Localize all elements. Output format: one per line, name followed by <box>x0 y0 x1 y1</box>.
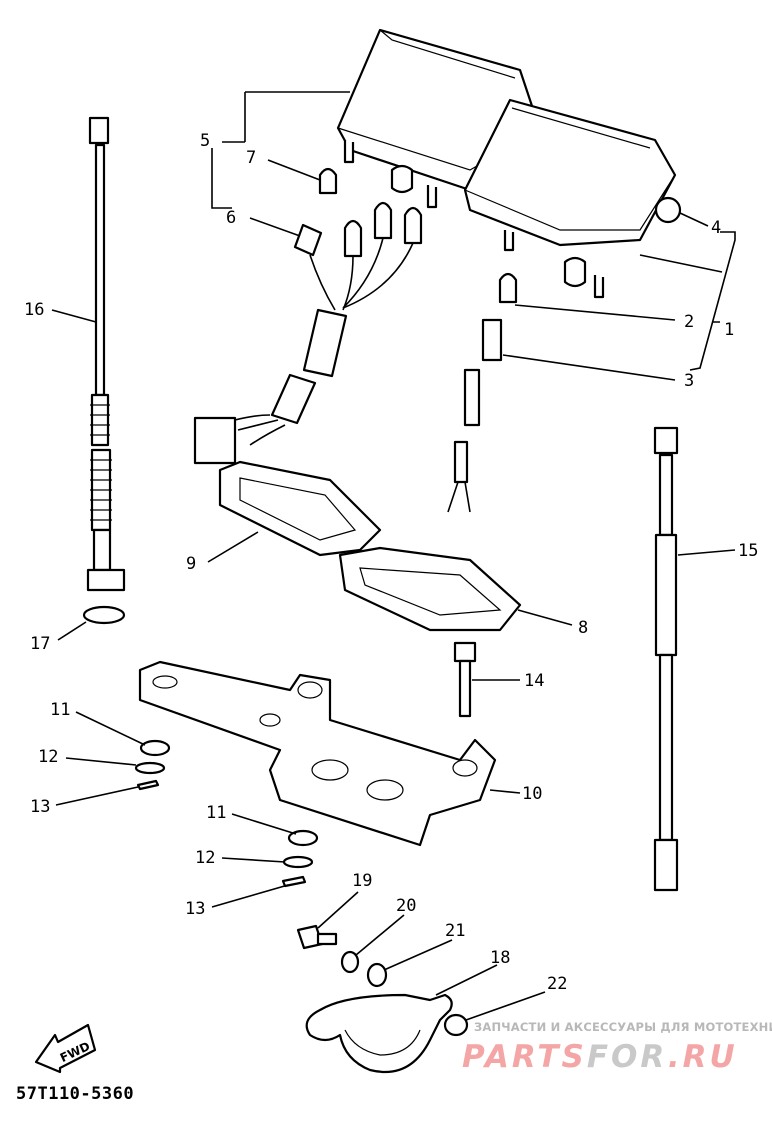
callout-12a: 12 <box>38 747 58 767</box>
socket-3 <box>447 318 503 513</box>
callout-8: 8 <box>578 618 588 638</box>
callout-14: 14 <box>524 671 544 691</box>
callout-2: 2 <box>684 312 694 332</box>
callout-21: 21 <box>445 921 465 941</box>
callout-11b: 11 <box>206 803 226 823</box>
callout-7: 7 <box>246 148 256 168</box>
callout-1: 1 <box>724 320 734 340</box>
nut-22 <box>443 1013 469 1037</box>
wire-harness-6 <box>193 201 423 465</box>
callout-6: 6 <box>226 208 236 228</box>
clip-13a <box>136 779 160 791</box>
bulb-2 <box>498 272 518 304</box>
tachometer-housing <box>463 98 682 299</box>
callout-3: 3 <box>684 371 694 391</box>
forward-arrow-icon: FWD <box>34 1023 97 1074</box>
callout-10: 10 <box>522 784 542 804</box>
spring-washer-20 <box>340 950 360 974</box>
tachometer-cable-15 <box>653 426 679 892</box>
callout-13a: 13 <box>30 797 50 817</box>
clamp-18 <box>305 993 453 1074</box>
diagram-code: 57T110-5360 <box>16 1084 135 1104</box>
bolt-19 <box>296 924 338 950</box>
callout-19: 19 <box>352 871 372 891</box>
washer-12a <box>134 761 166 775</box>
knob-4 <box>654 196 682 224</box>
gasket-8 <box>338 546 522 632</box>
bulb-7 <box>318 167 338 195</box>
gasket-9 <box>218 460 382 557</box>
watermark-logo[interactable]: PARTSFOR.RU <box>462 1040 738 1074</box>
callout-15: 15 <box>738 541 758 561</box>
watermark-brand-1: PARTS <box>462 1039 587 1075</box>
bolt-14 <box>453 641 477 718</box>
callout-12b: 12 <box>195 848 215 868</box>
callout-5: 5 <box>200 131 210 151</box>
callout-20: 20 <box>396 896 416 916</box>
washer-21 <box>366 962 388 988</box>
watermark-brand-3: .RU <box>667 1039 738 1075</box>
grommet-11a <box>139 739 171 757</box>
callout-13b: 13 <box>185 899 205 919</box>
washer-12b <box>282 855 314 869</box>
callout-9: 9 <box>186 554 196 574</box>
washer-17 <box>82 605 126 625</box>
watermark-tagline: ЗАПЧАСТИ И АКСЕССУАРЫ ДЛЯ МОТОТЕХНИКИ <box>474 1020 772 1034</box>
callout-22: 22 <box>547 974 567 994</box>
callout-11a: 11 <box>50 700 70 720</box>
grommet-11b <box>287 829 319 847</box>
callout-17: 17 <box>30 634 50 654</box>
callout-4: 4 <box>711 218 721 238</box>
leader-lines <box>51 91 736 1021</box>
clip-13b <box>281 875 307 888</box>
speedometer-cable-16 <box>86 116 126 592</box>
meter-bracket-10 <box>138 660 497 847</box>
callout-18: 18 <box>490 948 510 968</box>
callout-labels: 5 7 6 16 4 2 1 3 15 9 8 17 14 11 12 13 1… <box>24 131 758 994</box>
callout-16: 16 <box>24 300 44 320</box>
watermark-brand-2: FOR <box>586 1039 668 1075</box>
